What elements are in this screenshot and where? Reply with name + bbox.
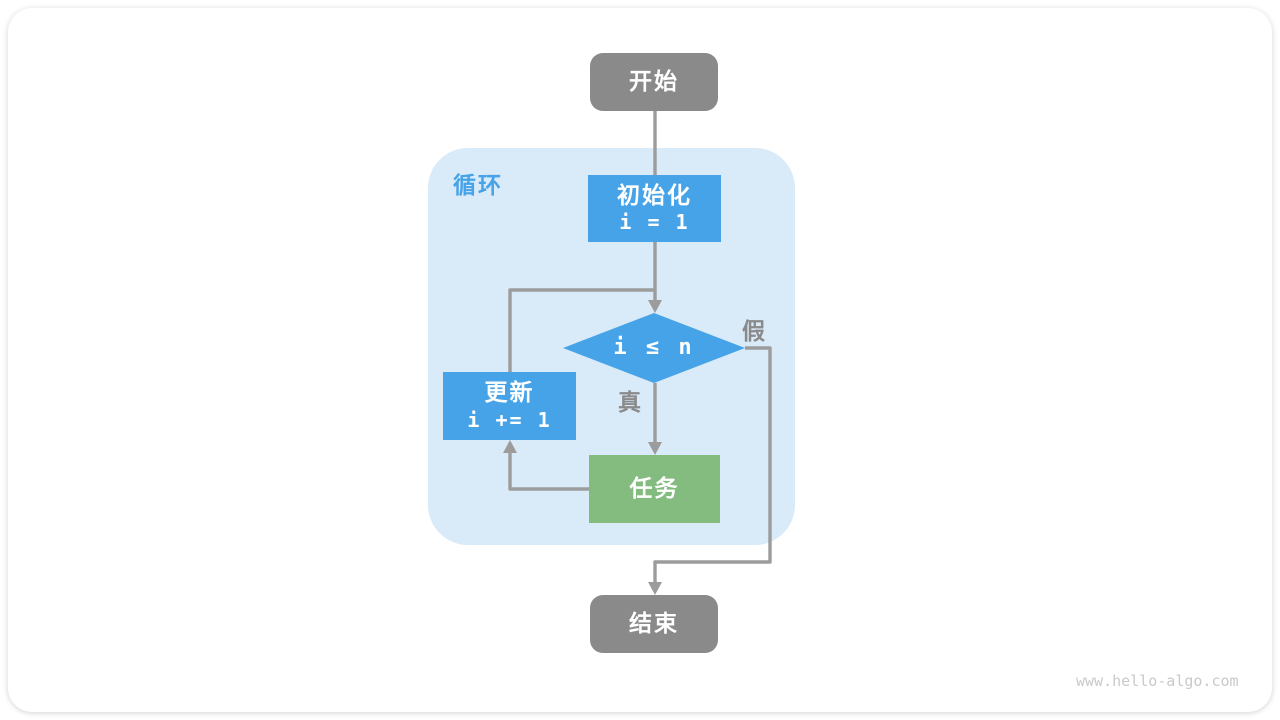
node-update: 更新 i += 1 [443,372,576,440]
init-title: 初始化 [617,182,692,209]
condition-label: i ≤ n [613,335,695,361]
update-title: 更新 [484,380,535,407]
task-label: 任务 [629,475,680,502]
node-init: 初始化 i = 1 [588,175,721,242]
update-code: i += 1 [467,407,552,432]
loop-region-label: 循环 [453,173,503,199]
node-start: 开始 [590,53,718,111]
edge-label-false: 假 [742,319,765,345]
node-task: 任务 [589,455,720,523]
edge-label-true: 真 [618,390,641,416]
watermark-text: www.hello-algo.com [1076,672,1239,690]
init-code: i = 1 [619,210,690,235]
node-end: 结束 [590,595,718,653]
end-label: 结束 [629,610,679,637]
start-label: 开始 [629,68,679,95]
